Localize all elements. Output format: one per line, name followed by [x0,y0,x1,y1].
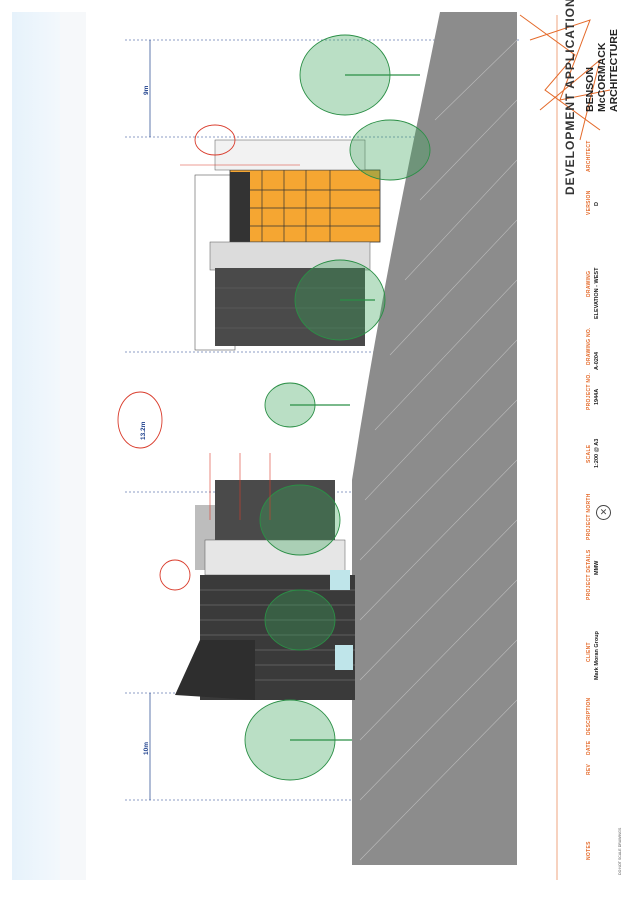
firm-name-line3: ARCHITECTURE [608,29,620,112]
red-level-lines [180,164,300,520]
north-arrow-icon: ✕ [596,505,611,520]
margin-strip-inner [60,12,86,880]
scale-label: SCALE [586,444,592,463]
project-north-label: PROJECT NORTH [586,493,592,540]
ground-hatch [359,39,518,861]
rev-label: REV [586,763,592,775]
drawing-label: DRAWING [586,270,592,297]
firm-logo-mark [519,14,611,141]
scale-value: 1:200 @ A3 [594,438,600,468]
footer-note: DO NOT SCALE DRAWINGS [618,827,622,875]
dim-middle-height: 13.2m [140,421,147,440]
drawing-no-value: A-0204 [594,351,600,370]
firm-name-line1: BENSON [584,67,596,112]
notes-label: NOTES [586,841,592,860]
ground-section [352,12,517,865]
revision-clouds [117,124,236,591]
project-no-label: PROJECT NO. [586,372,592,410]
drawing-value: ELEVATION - WEST [594,267,600,319]
project-no-value: 1944A [594,388,600,405]
project-value: MMW [594,560,600,575]
version-label: VERSION [586,190,592,215]
project-details-label: PROJECT DETAILS [586,549,592,600]
client-value: Mark Moran Group [594,631,600,680]
dim-bottom-height: 10m [143,741,150,755]
firm-name-line2: McCORMACK [596,42,608,112]
date-label: DATE [586,740,592,755]
development-application-heading: DEVELOPMENT APPLICATION [563,0,577,195]
building-upper [194,139,381,351]
dim-top-height: 9m [143,85,150,95]
building-lower [175,480,355,700]
version-value: D [594,202,600,206]
drawing-no-label: DRAWING NO. [586,327,592,365]
architect-label: ARCHITECT [586,140,592,172]
description-label: DESCRIPTION [586,697,592,735]
client-label: CLIENT [586,642,592,662]
tree-trunks [290,74,420,741]
margin-strip [12,12,60,880]
